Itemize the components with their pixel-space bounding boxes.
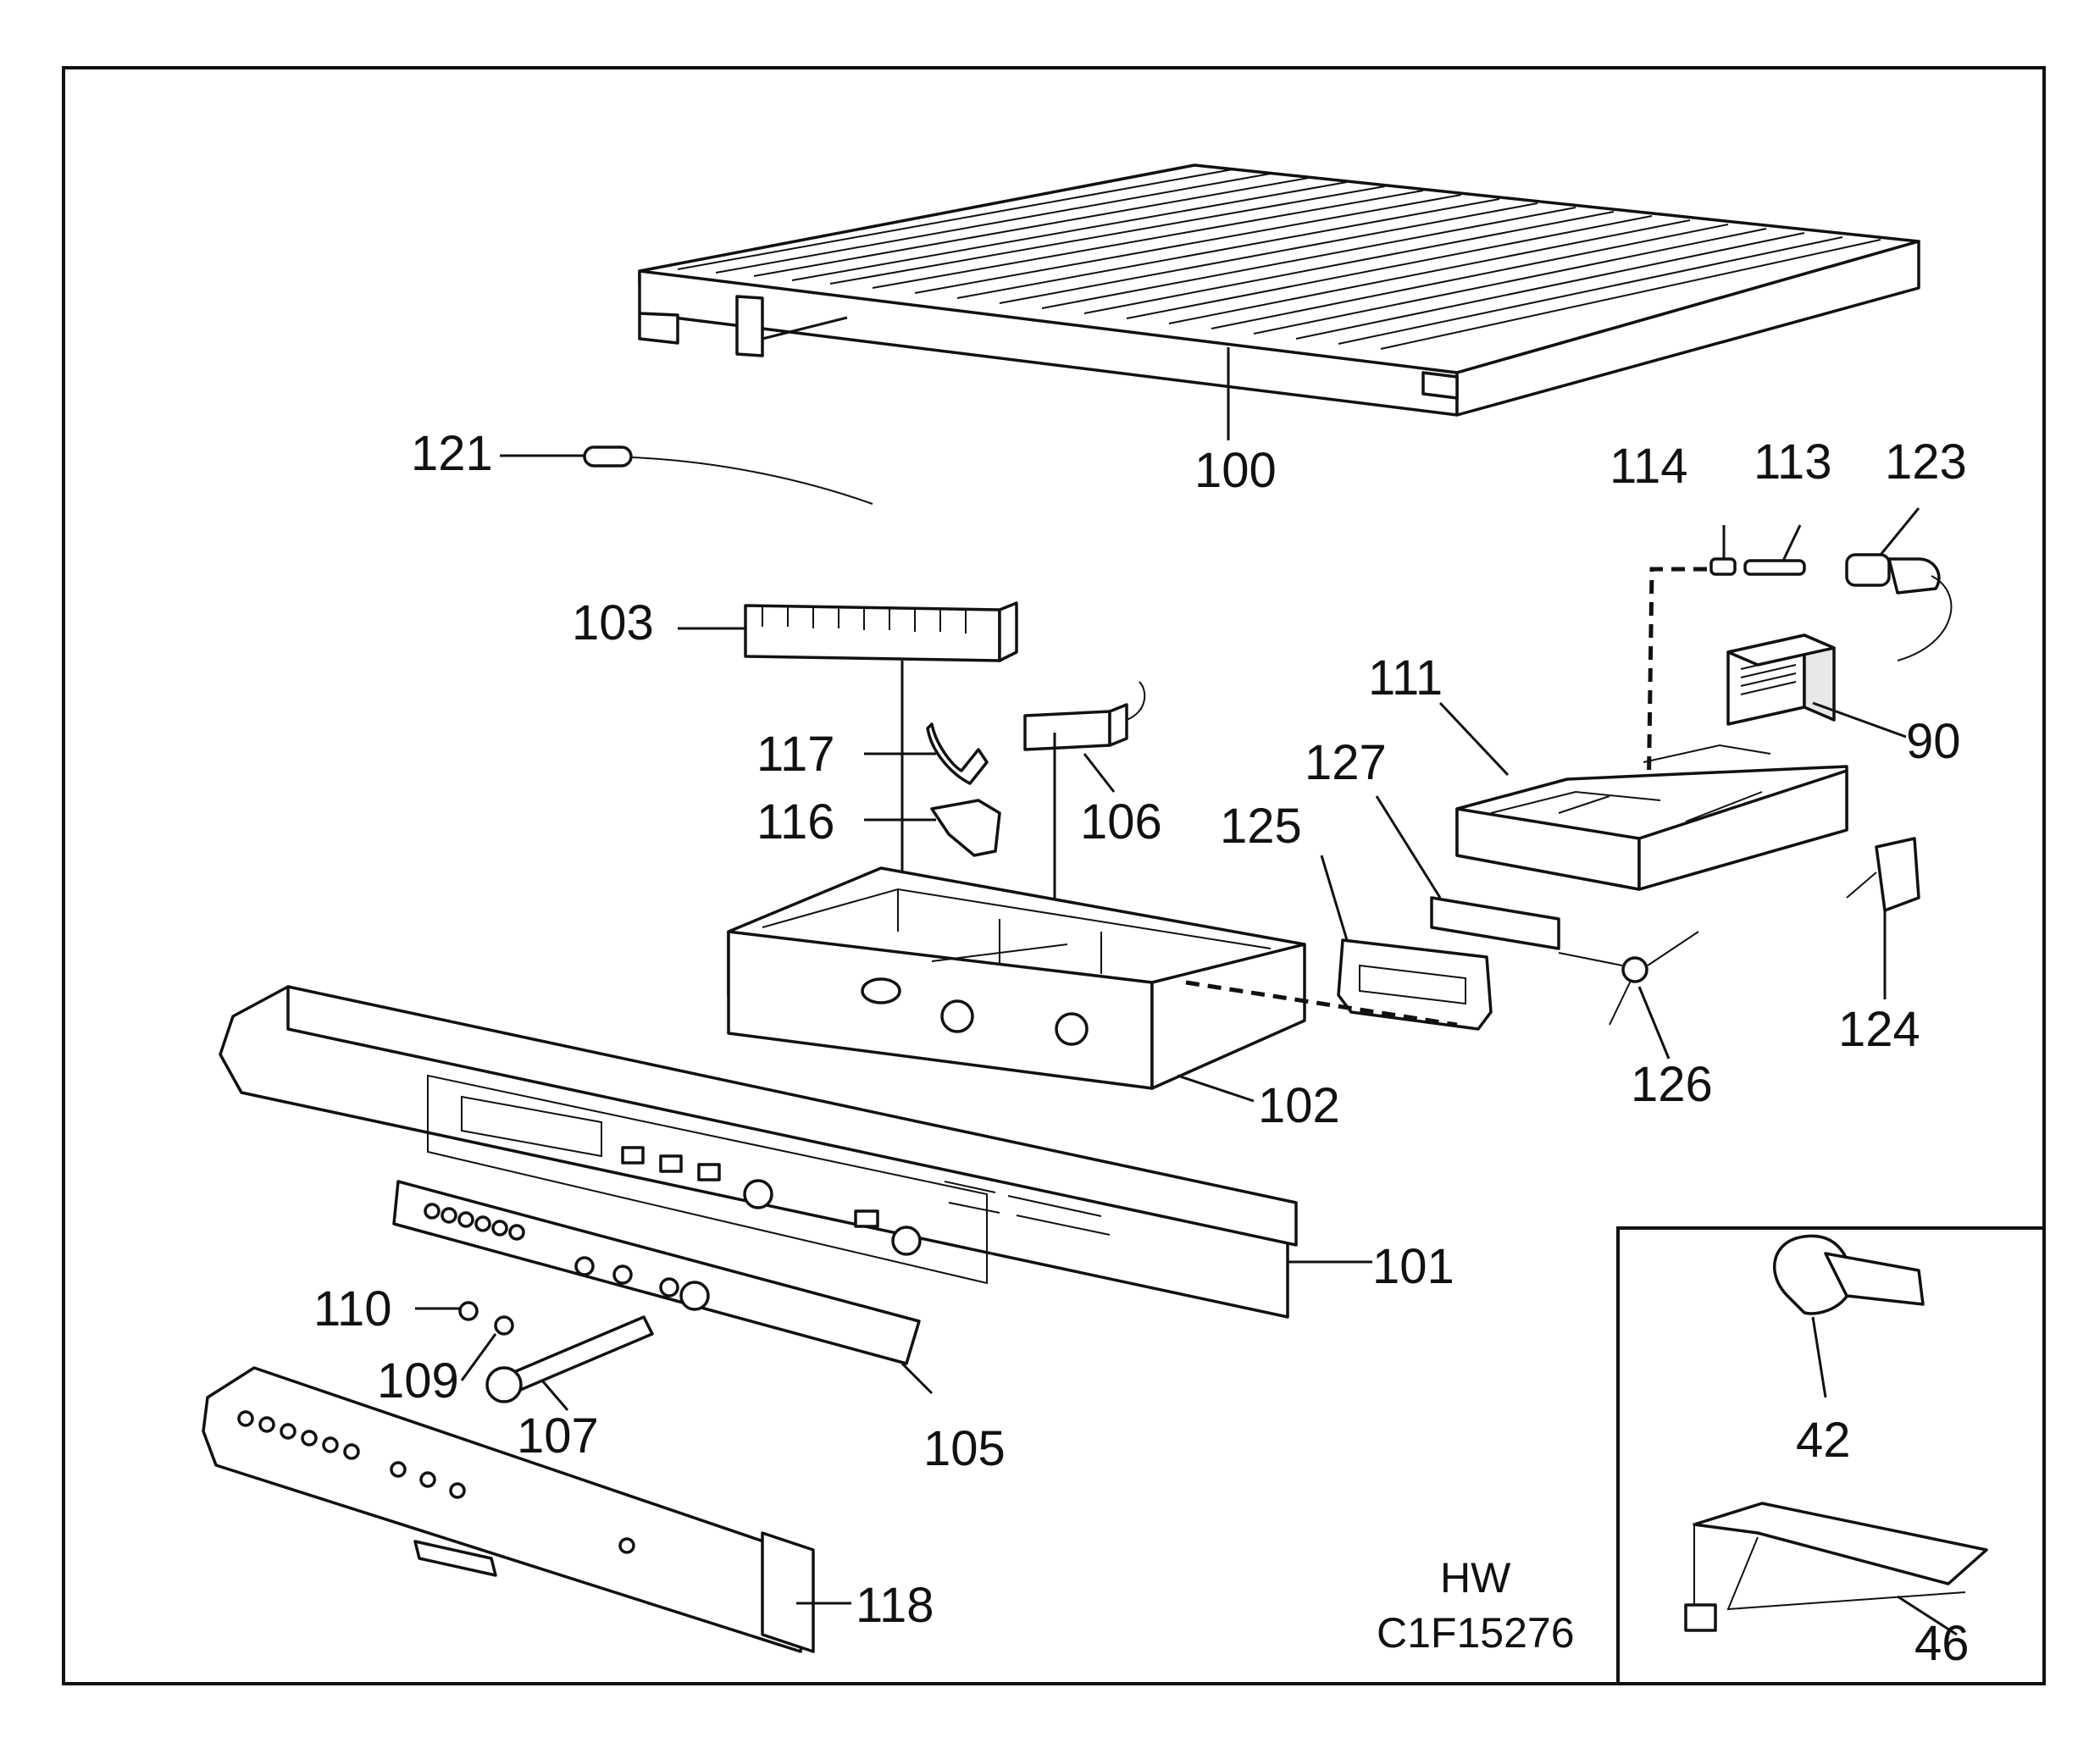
label-127: 127 [1305, 735, 1387, 790]
part-121-sensor [500, 445, 873, 505]
part-105-fascia [392, 1180, 934, 1395]
part-90-transformer [1726, 634, 1907, 739]
label-103: 103 [572, 595, 654, 650]
part-100-shelf [638, 163, 1920, 440]
part-labels: 100 121 114 113 123 103 90 111 117 127 1… [313, 426, 1970, 1671]
part-124-switch [1846, 837, 1920, 999]
part-107-rod [485, 1315, 654, 1411]
part-101-front-panel [219, 985, 1372, 1319]
label-106: 106 [1080, 794, 1162, 849]
label-100: 100 [1194, 443, 1277, 498]
drawing-code-line1: HW [1440, 1554, 1511, 1602]
label-107: 107 [517, 1408, 599, 1464]
label-121: 121 [411, 426, 493, 481]
part-125-handle [1320, 855, 1493, 1031]
label-113: 113 [1754, 434, 1831, 490]
part-114-113-123-plug [1645, 507, 1953, 865]
label-124: 124 [1838, 1002, 1920, 1057]
part-118-front-cover [202, 1366, 851, 1653]
part-110-knob [415, 1301, 479, 1321]
label-90: 90 [1906, 714, 1961, 769]
label-111: 111 [1368, 650, 1443, 705]
label-109: 109 [377, 1353, 459, 1408]
part-127-door-piece [1375, 795, 1560, 950]
label-46: 46 [1914, 1616, 1970, 1671]
drawing-code-line2: C1F15276 [1377, 1609, 1575, 1657]
label-116: 116 [756, 794, 834, 849]
part-111-housing [1438, 701, 1848, 891]
diagram-frame [62, 66, 2046, 1685]
label-126: 126 [1631, 1057, 1713, 1112]
label-110: 110 [313, 1281, 391, 1336]
inset-frame [1616, 1226, 2046, 1685]
label-114: 114 [1610, 439, 1687, 494]
part-126-spring [1558, 931, 1699, 1060]
part-102-control-box [727, 866, 1458, 1103]
label-101: 101 [1372, 1239, 1454, 1294]
label-125: 125 [1220, 799, 1302, 854]
part-109-knob [460, 1315, 514, 1381]
part-116-bracket [864, 799, 1001, 857]
label-117: 117 [756, 727, 834, 782]
part-42-knob [1773, 1234, 1925, 1398]
part-117-clip [864, 722, 989, 785]
part-103-terminal-strip [678, 601, 1018, 961]
label-102: 102 [1258, 1078, 1340, 1133]
label-105: 105 [923, 1421, 1006, 1476]
label-118: 118 [856, 1578, 934, 1633]
label-42: 42 [1796, 1413, 1851, 1468]
part-46-bracket [1684, 1502, 1988, 1636]
label-123: 123 [1885, 434, 1967, 490]
